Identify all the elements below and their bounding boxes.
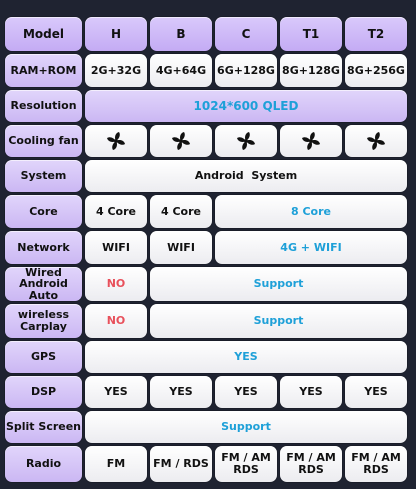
model-b-header: B [150, 17, 212, 51]
wired-android-auto-label-line1: Wired [25, 265, 62, 279]
radio-c-line1: FM / AM [221, 451, 271, 465]
radio-c-line2: RDS [233, 463, 259, 476]
ram-rom-label: RAM+ROM [5, 54, 82, 87]
model-t1-header: T1 [280, 17, 342, 51]
ram-rom-t2: 8G+256G [345, 54, 407, 87]
radio-label: Radio [5, 446, 82, 482]
wireless-carplay-label: wireless Carplay [5, 304, 82, 338]
wired-android-auto-b-to-t2: Support [150, 267, 407, 301]
split-screen-value: Support [85, 411, 407, 443]
cooling-fan-t2 [345, 125, 407, 157]
cooling-fan-h [85, 125, 147, 157]
radio-c: FM / AM RDS [215, 446, 277, 482]
ram-rom-t1: 8G+128G [280, 54, 342, 87]
radio-t1: FM / AM RDS [280, 446, 342, 482]
system-label: System [5, 160, 82, 192]
radio-t1-line2: RDS [298, 463, 324, 476]
model-header: Model [5, 17, 82, 51]
fan-icon [367, 132, 385, 150]
radio-t1-line1: FM / AM [286, 451, 336, 465]
radio-t2: FM / AM RDS [345, 446, 407, 482]
dsp-label: DSP [5, 376, 82, 408]
network-label: Network [5, 231, 82, 264]
resolution-value: 1024*600 QLED [85, 90, 407, 122]
wireless-carplay-label-line2: Carplay [20, 320, 67, 333]
fan-icon [302, 132, 320, 150]
ram-rom-c: 6G+128G [215, 54, 277, 87]
system-value: Android System [85, 160, 407, 192]
fan-icon [107, 132, 125, 150]
gps-value: YES [85, 341, 407, 373]
wired-android-auto-label-line2: Android Auto [19, 277, 68, 302]
gps-label: GPS [5, 341, 82, 373]
split-screen-label: Split Screen [5, 411, 82, 443]
wireless-carplay-b-to-t2: Support [150, 304, 407, 338]
dsp-h: YES [85, 376, 147, 408]
radio-h: FM [85, 446, 147, 482]
cooling-fan-b [150, 125, 212, 157]
radio-t2-line1: FM / AM [351, 451, 401, 465]
core-label: Core [5, 195, 82, 228]
dsp-t1: YES [280, 376, 342, 408]
model-h-header: H [85, 17, 147, 51]
network-h: WIFI [85, 231, 147, 264]
wired-android-auto-label: Wired Android Auto [5, 267, 82, 301]
radio-b: FM / RDS [150, 446, 212, 482]
wireless-carplay-h: NO [85, 304, 147, 338]
wireless-carplay-label-line1: wireless [17, 308, 70, 322]
dsp-b: YES [150, 376, 212, 408]
cooling-fan-c [215, 125, 277, 157]
radio-t2-line2: RDS [363, 463, 389, 476]
model-t2-header: T2 [345, 17, 407, 51]
core-h: 4 Core [85, 195, 147, 228]
resolution-label: Resolution [5, 90, 82, 122]
fan-icon [172, 132, 190, 150]
ram-rom-b: 4G+64G [150, 54, 212, 87]
cooling-fan-label: Cooling fan [5, 125, 82, 157]
dsp-t2: YES [345, 376, 407, 408]
core-c-to-t2: 8 Core [215, 195, 407, 228]
ram-rom-h: 2G+32G [85, 54, 147, 87]
dsp-c: YES [215, 376, 277, 408]
network-b: WIFI [150, 231, 212, 264]
fan-icon [237, 132, 255, 150]
model-c-header: C [215, 17, 277, 51]
cooling-fan-t1 [280, 125, 342, 157]
wired-android-auto-h: NO [85, 267, 147, 301]
core-b: 4 Core [150, 195, 212, 228]
network-c-to-t2: 4G + WIFI [215, 231, 407, 264]
